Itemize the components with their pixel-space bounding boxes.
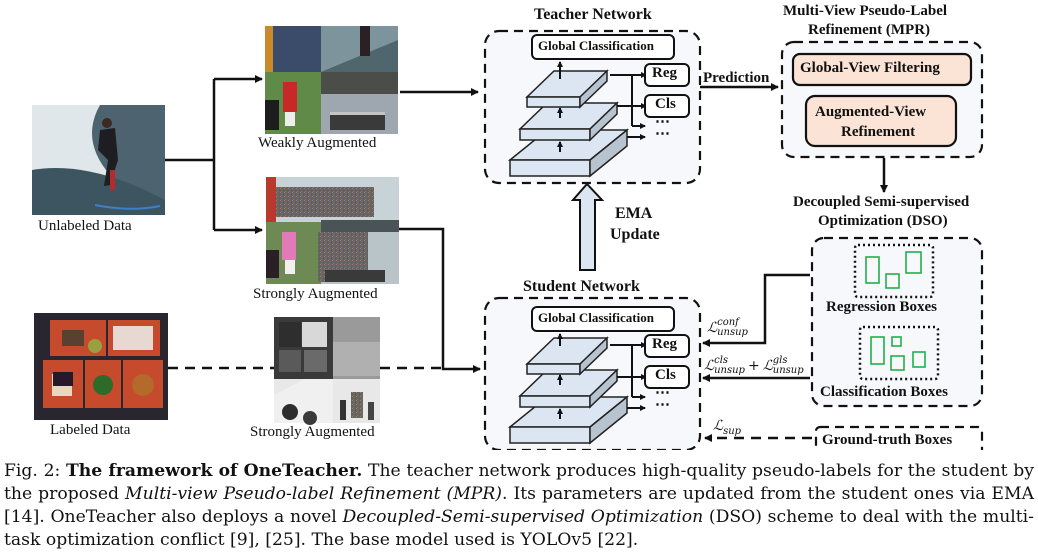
augmented-view-line1: Augmented-View bbox=[815, 104, 927, 120]
teacher-global-classification: Global Classification bbox=[538, 38, 654, 53]
student-other-heads-2: ⋯ bbox=[655, 397, 670, 413]
teacher-cls-head: Cls bbox=[655, 96, 676, 112]
caption-title: The framework of OneTeacher. bbox=[66, 461, 363, 481]
loss-conf-symbol: ℒ bbox=[707, 320, 718, 336]
prediction-label: Prediction bbox=[703, 70, 770, 86]
caption-dso-term: Decoupled-Semi-supervised Optimization bbox=[342, 507, 704, 527]
framework-diagram: Unlabeled Data Weakly Augmented Strongly… bbox=[32, 3, 984, 450]
global-view-filtering: Global-View Filtering bbox=[800, 60, 940, 76]
dso-panel bbox=[810, 236, 984, 450]
teacher-panel bbox=[483, 29, 702, 185]
loss-cls-symbol: ℒ bbox=[704, 358, 715, 374]
unlabeled-data-label: Unlabeled Data bbox=[38, 218, 132, 234]
student-network-title: Student Network bbox=[523, 278, 640, 295]
teacher-reg-head: Reg bbox=[652, 65, 677, 81]
loss-sup-symbol: ℒ bbox=[713, 418, 724, 434]
strong-augmented-image-labeled bbox=[274, 317, 380, 425]
caption-prefix: Fig. 2: bbox=[4, 461, 66, 481]
caption-mpr-term: Multi-view Pseudo-label Refinement (MPR) bbox=[125, 484, 503, 504]
teacher-other-heads-2: ⋯ bbox=[655, 126, 670, 142]
student-global-classification: Global Classification bbox=[538, 310, 654, 325]
caption-text-2: . Its parameters are updated from the st… bbox=[4, 484, 1034, 527]
ema-label-line2: Update bbox=[610, 226, 660, 243]
teacher-other-heads: ⋯ bbox=[655, 114, 670, 130]
classification-boxes-label: Classification Boxes bbox=[820, 384, 948, 400]
loss-sup-label: ℒsup bbox=[713, 418, 741, 437]
mpr-title-line1: Multi-View Pseudo-Label bbox=[783, 3, 948, 19]
loss-sup-subscript: sup bbox=[723, 425, 742, 437]
teacher-layer-stack bbox=[507, 69, 630, 178]
loss-plus-sign: + bbox=[747, 358, 760, 374]
student-other-heads: ⋯ bbox=[655, 385, 670, 401]
student-panel bbox=[483, 296, 702, 450]
regression-box-glyphs bbox=[865, 251, 922, 289]
student-cls-head: Cls bbox=[655, 367, 676, 383]
loss-conf-subscript: unsup bbox=[717, 327, 748, 338]
loss-cls-subscript: unsup bbox=[714, 365, 745, 376]
labeled-image bbox=[34, 313, 168, 420]
loss-cls-superscript: cls bbox=[714, 355, 729, 366]
ema-update-arrow bbox=[570, 182, 605, 271]
ground-truth-boxes-label: Ground-truth Boxes bbox=[822, 432, 953, 448]
weak-augmented-label: Weakly Augmented bbox=[258, 135, 377, 151]
strong-augmented-image-unlabeled bbox=[266, 177, 399, 284]
labeled-data-label: Labeled Data bbox=[50, 422, 131, 438]
diagram-canvas bbox=[32, 26, 984, 450]
ema-label-line1: EMA bbox=[615, 205, 653, 222]
weak-augmented-image bbox=[265, 26, 398, 134]
teacher-network-title: Teacher Network bbox=[534, 6, 652, 23]
loss-gls-subscript: unsup bbox=[772, 365, 804, 376]
loss-gls-symbol: ℒ bbox=[762, 358, 773, 374]
unlabeled-image bbox=[32, 105, 165, 215]
loss-gls-superscript: gls bbox=[772, 355, 788, 366]
classification-box-glyphs bbox=[870, 336, 926, 371]
dso-title-line2: Optimization (DSO) bbox=[818, 213, 948, 229]
mpr-panel bbox=[780, 40, 984, 159]
input-connectors bbox=[165, 75, 481, 373]
loss-arrows bbox=[702, 273, 812, 442]
caption-text-1: The teacher network produces high-qualit… bbox=[4, 461, 1034, 504]
mpr-title-line2: Refinement (MPR) bbox=[808, 22, 931, 38]
student-layer-stack bbox=[507, 336, 630, 445]
dso-title-line1: Decoupled Semi-supervised bbox=[793, 194, 970, 210]
augmented-view-line2: Refinement bbox=[841, 124, 916, 140]
figure-caption: Fig. 2: The framework of OneTeacher. The… bbox=[4, 460, 1034, 552]
student-reg-head: Reg bbox=[652, 336, 677, 352]
strong-augmented-label-bottom: Strongly Augmented bbox=[250, 424, 375, 440]
strong-augmented-label-top: Strongly Augmented bbox=[253, 286, 378, 302]
regression-boxes-label: Regression Boxes bbox=[826, 299, 937, 315]
caption-text-3: (DSO) scheme to deal with the multi-task… bbox=[4, 507, 1034, 550]
loss-conf-superscript: conf bbox=[717, 317, 739, 328]
